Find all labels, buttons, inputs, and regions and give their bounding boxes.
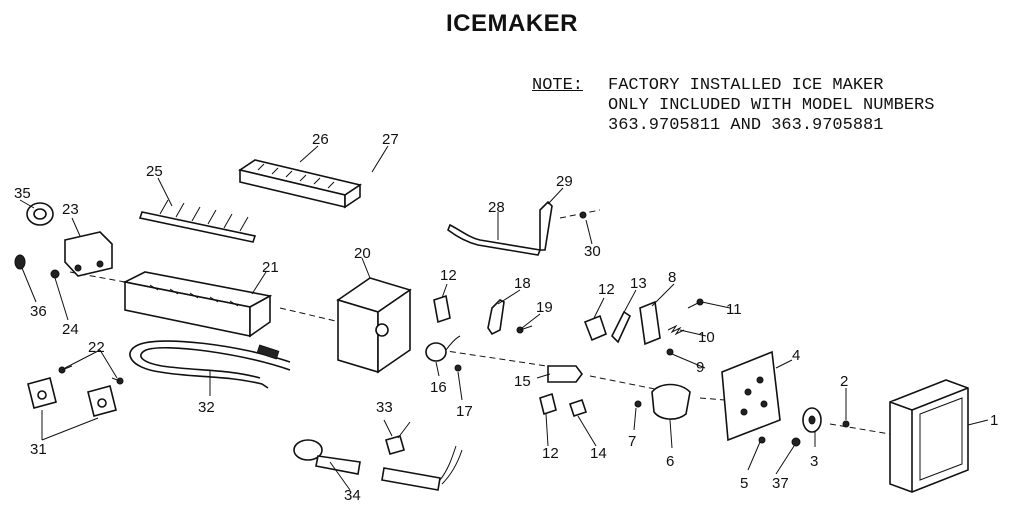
callout-25: 25 [146,163,163,180]
part-16-motor [425,335,461,362]
note-line-1: FACTORY INSTALLED ICE MAKER [608,76,884,95]
part-36-nut [14,254,26,270]
assembly-axis-line [69,271,891,435]
wire-harness [381,445,463,491]
callout-24: 24 [62,321,79,338]
part-34-fill-tube [293,439,361,475]
callout-11: 11 [726,301,742,318]
callout-10: 10 [698,329,715,346]
part-11-screw [687,298,704,309]
callout-17: 17 [456,403,473,420]
part-8-bracket [639,300,661,346]
callout-31: 31 [30,441,47,458]
callout-16: 16 [430,379,447,396]
part-13-spring [611,310,632,344]
callout-32: 32 [198,399,215,416]
part-25-ejector [138,199,257,243]
part-21-ice-mold [122,271,273,338]
callout-9: 9 [696,359,704,376]
callout-3: 3 [810,453,818,470]
note-text: FACTORY INSTALLED ICE MAKER ONLY INCLUDE… [608,76,934,136]
leader-lines [19,145,989,491]
callout-26: 26 [312,131,329,148]
note-line-3: 363.9705811 AND 363.9705881 [608,116,884,135]
callout-28: 28 [488,199,505,216]
part-30-screw [579,211,587,219]
part-17-screw [454,364,462,372]
callout-33: 33 [376,399,393,416]
callout-22: 22 [88,339,105,356]
callout-20: 20 [354,245,371,262]
callout-7: 7 [628,433,636,450]
callout-15: 15 [514,373,531,390]
callout-19: 19 [536,299,553,316]
callout-37: 37 [772,475,789,492]
callout-8: 8 [668,269,676,286]
part-1-cover [889,379,969,493]
callout-6: 6 [666,453,674,470]
callout-18: 18 [514,275,531,292]
callout-1: 1 [990,412,998,429]
callout-14: 14 [590,445,607,462]
callout-12-upper: 12 [440,267,457,284]
part-23-mounting-plate [64,231,113,277]
part-2-screw [842,420,850,428]
callout-29: 29 [556,173,573,190]
note-label: NOTE: [532,76,584,95]
part-35-bearing [26,202,54,226]
callout-23: 23 [62,201,79,218]
part-3-gear [802,407,822,433]
part-20-housing [336,277,412,374]
callout-13: 13 [630,275,647,292]
callout-35: 35 [14,185,31,202]
callout-30: 30 [584,243,601,260]
callout-34: 34 [344,487,361,504]
callout-2: 2 [840,373,848,390]
part-9-screw [666,348,674,356]
part-12-switch-upper [433,294,451,324]
callout-21: 21 [262,259,279,276]
part-10-spring [667,324,685,336]
part-37-screw [791,437,801,447]
note-line-2: ONLY INCLUDED WITH MODEL NUMBERS [608,96,935,115]
part-4-mounting-plate [721,350,781,442]
callout-27: 27 [382,131,399,148]
part-5-screw [758,436,766,444]
part-12-switch-right [583,314,607,342]
part-15-thermostat [547,365,583,383]
part-6-drive-motor [651,383,691,420]
part-26-rake-cover [238,159,362,209]
callout-4: 4 [792,347,800,364]
part-29-lever [539,200,553,251]
part-12-switch-lower [539,392,557,416]
part-14-cam [568,398,588,418]
callout-12-lower: 12 [542,445,559,462]
part-19-screw [516,325,533,334]
callout-12-right: 12 [598,281,615,298]
part-33-connector [385,435,405,455]
diagram-title: ICEMAKER [445,10,578,37]
part-24-screw [50,269,60,279]
callout-5: 5 [740,475,748,492]
part-7-screw [634,400,642,408]
callout-36: 36 [30,303,47,320]
part-22-screws [58,365,124,385]
part-18-actuator [487,299,505,336]
part-28-shutoff-arm [447,223,542,256]
part-32-heater [129,340,291,389]
part-31-brackets [27,377,117,417]
